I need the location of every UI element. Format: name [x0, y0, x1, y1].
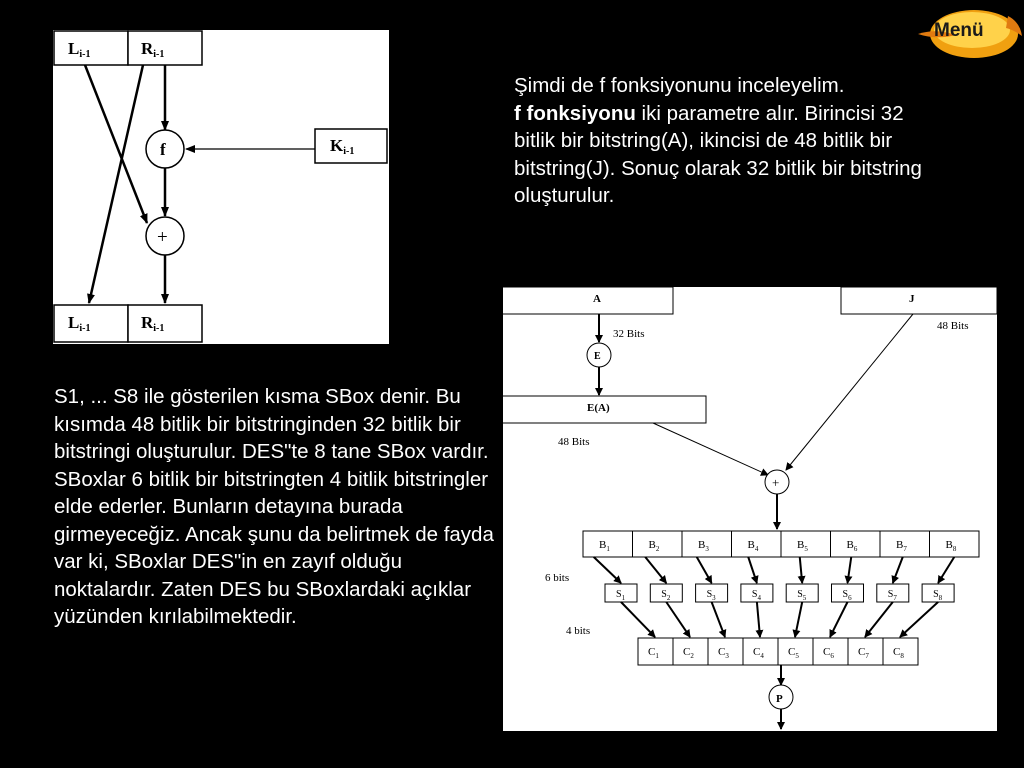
c-label-1: C1 [648, 646, 659, 660]
svg-text:Ri-1: Ri-1 [141, 313, 164, 334]
s-label-6: S6 [843, 589, 853, 602]
c-box-7 [847, 637, 884, 666]
a-label: A [593, 293, 601, 305]
r-top-box [127, 30, 203, 66]
b-box-1 [582, 530, 633, 558]
r-top-label: R [141, 39, 154, 58]
sbox-text: S1, ... S8 ile gösterilen kısma SBox den… [54, 385, 494, 628]
xor-label: + [157, 227, 168, 248]
b-label-1: B1 [599, 539, 610, 553]
bits32-label: 32 Bits [613, 328, 644, 340]
b-label-5: B5 [797, 539, 808, 553]
c-label-7: C7 [858, 646, 869, 660]
feistel-round-diagram: Li-1 Ri-1 f Ki-1 + Li-1 Ri-1 [53, 30, 389, 344]
s-label-8: S8 [933, 589, 943, 602]
r-bottom-sub: i-1 [153, 323, 164, 334]
e-label: E [594, 351, 601, 362]
bits6-label: 6 bits [545, 572, 569, 584]
c-label-5: C5 [788, 646, 799, 660]
k-label: K [330, 136, 344, 155]
c-box-6 [812, 637, 849, 666]
bits4-label: 4 bits [566, 625, 590, 637]
b-label-8: B8 [946, 539, 957, 553]
l-bottom-label: L [68, 313, 79, 332]
c-label-2: C2 [683, 646, 694, 660]
intro-text: Şimdi de f fonksiyonunu inceleyelim. f f… [514, 72, 934, 210]
c-box-1 [637, 637, 674, 666]
c-label-4: C4 [753, 646, 764, 660]
bits48-label: 48 Bits [558, 436, 589, 448]
k-box [314, 128, 388, 164]
c-box-2 [672, 637, 709, 666]
c-box-5 [777, 637, 814, 666]
c-label-6: C6 [823, 646, 834, 660]
s-label-1: S1 [616, 589, 626, 602]
b-label-2: B2 [649, 539, 660, 553]
c-label-8: C8 [893, 646, 904, 660]
b-label-4: B4 [748, 539, 759, 553]
s-label-2: S2 [661, 589, 671, 602]
b-box-6 [830, 530, 881, 558]
c-box-3 [707, 637, 744, 666]
b-box-7 [879, 530, 930, 558]
svg-text:Li-1: Li-1 [68, 313, 90, 334]
menu-button[interactable] [916, 2, 1024, 64]
r-bottom-label: R [141, 313, 154, 332]
s-box-3 [695, 583, 729, 603]
svg-text:Ki-1: Ki-1 [330, 136, 354, 157]
f-function-diagram: A J 32 Bits E E(A) 48 Bits 48 Bits + B1 B… [503, 287, 997, 731]
intro-line1: Şimdi de f fonksiyonunu inceleyelim. [514, 74, 845, 97]
l-bottom-box [53, 304, 129, 343]
ea-box [503, 395, 707, 424]
bits48-j-label: 48 Bits [937, 320, 968, 332]
p-label: P [776, 693, 783, 705]
b-box-8 [929, 530, 980, 558]
menu-label[interactable]: Menü [934, 20, 984, 41]
svg-text:Ri-1: Ri-1 [141, 39, 164, 60]
l-top-sub: i-1 [79, 49, 90, 60]
s-label-5: S5 [797, 589, 807, 602]
c-box-4 [742, 637, 779, 666]
l-bottom-sub: i-1 [79, 323, 90, 334]
c-label-3: C3 [718, 646, 729, 660]
b-box-2 [632, 530, 683, 558]
intro-rest: iki parametre alır. Birincisi 32 bitlik … [514, 101, 922, 208]
xor-f-label: + [772, 475, 779, 490]
l-top-box [53, 30, 129, 66]
a-box [503, 287, 674, 315]
b-label-7: B7 [896, 539, 907, 553]
b-label-3: B3 [698, 539, 709, 553]
k-sub: i-1 [343, 146, 354, 157]
s-box-2 [649, 583, 683, 603]
j-box [840, 287, 997, 315]
ea-label: E(A) [587, 402, 610, 414]
intro-bold: f fonksiyonu [514, 101, 636, 125]
r-top-sub: i-1 [153, 49, 164, 60]
s-label-3: S3 [707, 589, 717, 602]
b-box-5 [780, 530, 831, 558]
b-box-4 [731, 530, 782, 558]
b-box-3 [681, 530, 732, 558]
s-label-7: S7 [888, 589, 898, 602]
s-label-4: S4 [752, 589, 762, 602]
l-top-label: L [68, 39, 79, 58]
j-label: J [909, 293, 915, 305]
svg-text:Li-1: Li-1 [68, 39, 90, 60]
r-bottom-box [127, 304, 203, 343]
b-label-6: B6 [847, 539, 858, 553]
f-label: f [160, 140, 166, 159]
c-box-8 [882, 637, 919, 666]
